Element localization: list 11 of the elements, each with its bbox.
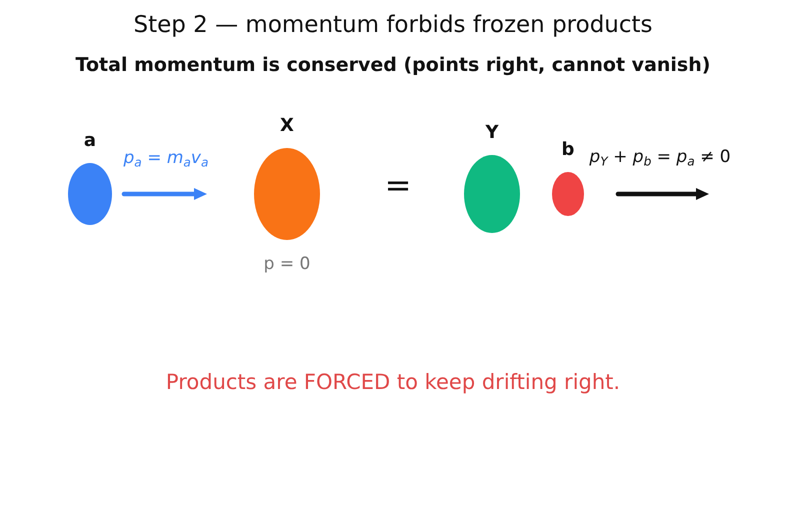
equals-sign: = [384,167,412,203]
momentum-value-text: p = 0 [264,254,310,274]
note-text: Products are FORCED to keep drifting right. [166,369,620,395]
momentum-formula: p$_{a}$ = m$_{a}$v$_{a}$ [124,147,208,169]
particle-label: X [280,116,294,136]
particle-label: b [562,140,574,160]
subtitle-text: Total momentum is conserved (points right, cannot vanish) [76,53,710,77]
title-text: Step 2 — momentum forbids frozen products [133,11,653,39]
particle-label: Y [485,123,499,143]
momentum-formula: p$_{Y}$ + p$_{b}$ = p$_{a}$ ≠ 0 [589,146,731,168]
particle-label: a [84,131,96,151]
